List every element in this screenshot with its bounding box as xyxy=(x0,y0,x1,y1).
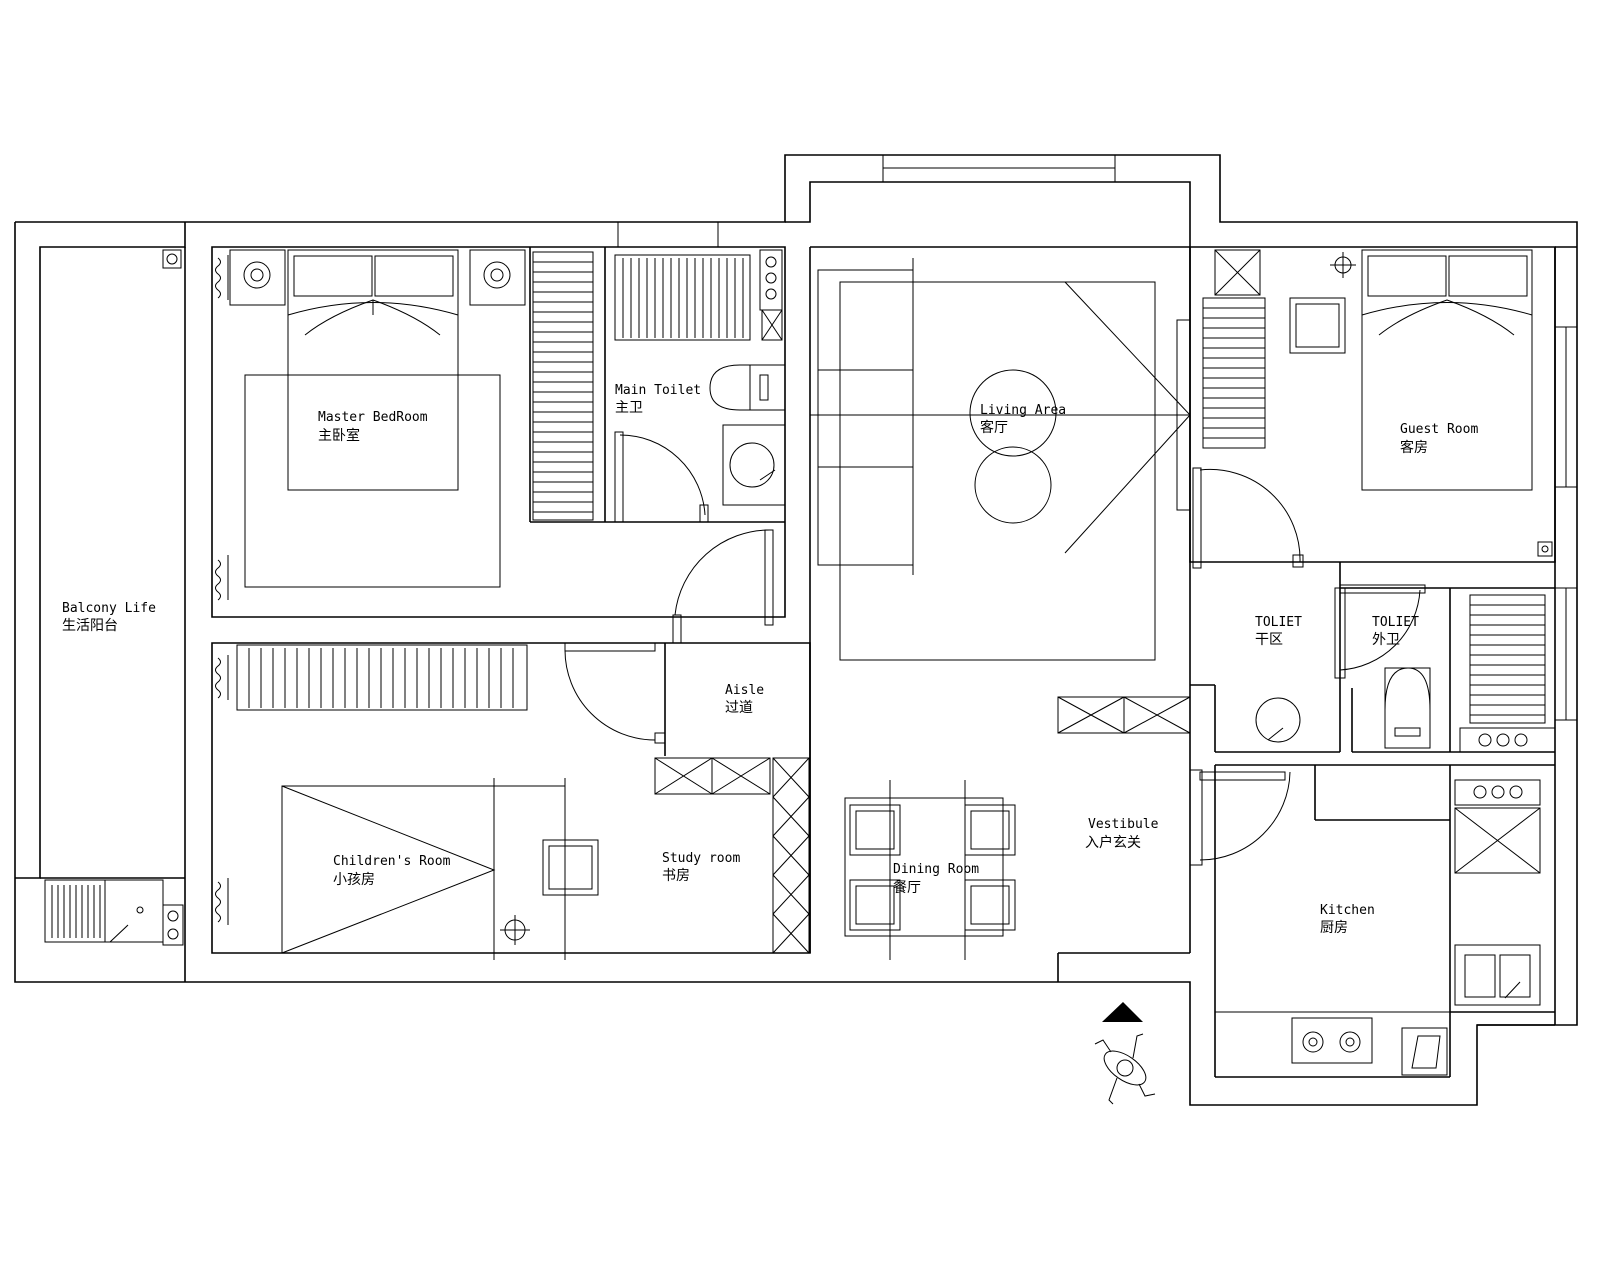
kitchen-fixtures xyxy=(1215,780,1540,1075)
study-room-label-cn: 书房 xyxy=(662,868,690,884)
vestibule-label-cn: 入户玄关 xyxy=(1085,834,1141,851)
balcony-label-cn: 生活阳台 xyxy=(62,618,118,634)
guest-room-label-cn: 客房 xyxy=(1400,439,1428,456)
childrens-room-label-cn: 小孩房 xyxy=(333,872,375,888)
entrance-arrow-icon xyxy=(1102,1002,1143,1022)
study-room-label-en: Study room xyxy=(662,851,740,866)
master-wardrobe-slats xyxy=(533,262,593,512)
master-bedroom-label-en: Master BedRoom xyxy=(318,410,428,425)
living-area-furniture xyxy=(810,258,1190,660)
living-area-label-en: Living Area xyxy=(980,403,1066,418)
guest-room-label-en: Guest Room xyxy=(1400,422,1478,437)
aisle-label-cn: 过道 xyxy=(725,700,753,716)
master-bedroom-furniture xyxy=(216,250,594,600)
dining-room-label-en: Dining Room xyxy=(893,862,979,877)
vestibule-label-en: Vestibule xyxy=(1088,817,1159,832)
person-walking-icon xyxy=(1095,1034,1155,1104)
toilet-outer-label-cn: 外卫 xyxy=(1372,632,1400,648)
kitchen-label-en: Kitchen xyxy=(1320,903,1375,918)
master-bedroom-label-cn: 主卧室 xyxy=(318,427,360,444)
main-toilet-label-en: Main Toilet xyxy=(615,383,701,398)
toilet-outer-label-en: TOLIET xyxy=(1372,615,1419,630)
balcony-label-en: Balcony Life xyxy=(62,601,156,616)
guest-room-furniture xyxy=(1203,250,1552,556)
toilet-fixtures xyxy=(1058,595,1555,752)
room-labels: Balcony Life 生活阳台 Master BedRoom 主卧室 Mai… xyxy=(62,383,1478,936)
main-toilet-fixtures xyxy=(615,250,785,505)
main-toilet-label-cn: 主卫 xyxy=(615,400,643,416)
dining-room-label-cn: 餐厅 xyxy=(893,880,921,896)
toilet-wash-label-en: TOLIET xyxy=(1255,615,1302,630)
living-area-label-cn: 客厅 xyxy=(980,419,1008,436)
aisle-label-en: Aisle xyxy=(725,683,764,698)
balcony-fixtures xyxy=(45,250,183,945)
doors xyxy=(565,432,1425,865)
toilet-wash-label-cn: 干区 xyxy=(1255,632,1283,648)
kitchen-label-cn: 厨房 xyxy=(1320,920,1348,936)
childrens-room-label-en: Children's Room xyxy=(333,854,451,869)
childrens-study-furniture xyxy=(216,645,810,960)
dining-furniture xyxy=(845,780,1015,960)
